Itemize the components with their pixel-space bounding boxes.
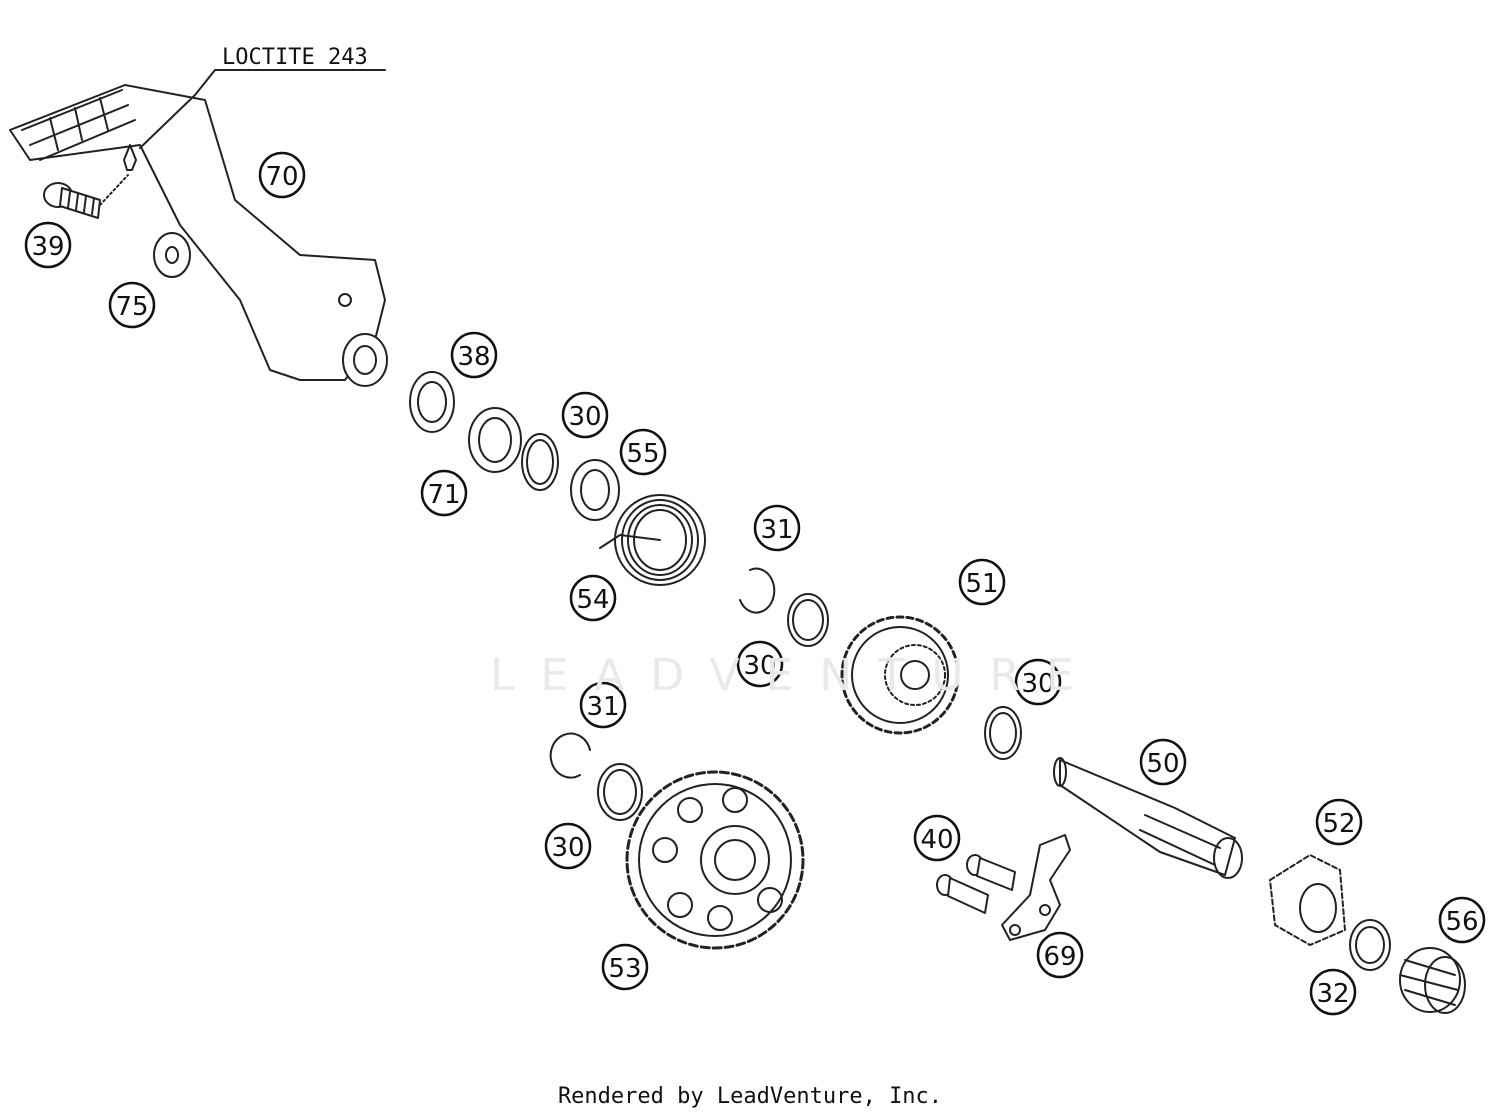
stop-plate-69[interactable] xyxy=(1001,834,1071,941)
grease-nipple-part[interactable] xyxy=(99,144,137,206)
bolt-40-b[interactable] xyxy=(936,874,989,914)
watermark: LEADVENTURE xyxy=(490,650,1100,701)
kickstarter-shaft-50[interactable] xyxy=(1053,757,1243,879)
callout-55: 55 xyxy=(626,439,659,469)
screw-part[interactable] xyxy=(43,182,101,219)
kick-lever-part[interactable] xyxy=(9,84,388,387)
callout-30-a: 30 xyxy=(568,402,601,432)
callout-51: 51 xyxy=(965,569,998,599)
seal-ring-38[interactable] xyxy=(409,371,455,433)
callout-70: 70 xyxy=(265,162,298,192)
callout-markers xyxy=(24,151,1486,1016)
callout-31-a: 31 xyxy=(760,515,793,545)
callout-labels: 70 39 75 38 30 55 71 31 54 51 30 30 31 3… xyxy=(31,162,1478,1009)
washer-part[interactable] xyxy=(153,232,191,278)
callout-31-b: 31 xyxy=(586,692,619,722)
bushing-55[interactable] xyxy=(570,459,620,521)
callout-30-c: 30 xyxy=(1021,669,1054,699)
callout-56: 56 xyxy=(1445,907,1478,937)
footer-credit: Rendered by LeadVenture, Inc. xyxy=(557,1084,943,1109)
torsion-spring-54[interactable] xyxy=(599,494,706,586)
callout-32: 32 xyxy=(1316,979,1349,1009)
gear-53[interactable] xyxy=(625,770,805,950)
bushing-71[interactable] xyxy=(468,407,522,473)
shim-30-a[interactable] xyxy=(521,433,559,491)
bolt-40-a[interactable] xyxy=(966,854,1016,891)
circlip-31-b[interactable] xyxy=(549,732,591,779)
ratchet-gear-52[interactable] xyxy=(1269,854,1346,946)
shim-32[interactable] xyxy=(1349,919,1391,971)
shim-30-b[interactable] xyxy=(787,593,829,647)
shim-30-d[interactable] xyxy=(597,763,643,821)
exploded-view-drawing: 70 39 75 38 30 55 71 31 54 51 30 30 31 3… xyxy=(9,45,1486,1016)
callout-71: 71 xyxy=(427,480,460,510)
callout-39: 39 xyxy=(31,232,64,262)
callout-75: 75 xyxy=(115,292,148,322)
callout-54: 54 xyxy=(576,585,609,615)
gear-51[interactable] xyxy=(840,615,960,735)
callout-52: 52 xyxy=(1322,809,1355,839)
spring-56[interactable] xyxy=(1399,947,1466,1014)
callout-40: 40 xyxy=(920,825,953,855)
callout-50: 50 xyxy=(1146,749,1179,779)
callout-53: 53 xyxy=(608,954,641,984)
loctite-annotation: LOCTITE 243 xyxy=(222,45,368,70)
callout-69: 69 xyxy=(1043,942,1076,972)
callout-38: 38 xyxy=(457,342,490,372)
callout-30-b: 30 xyxy=(743,651,776,681)
shim-30-c[interactable] xyxy=(984,706,1022,760)
circlip-31-a[interactable] xyxy=(739,567,776,614)
callout-30-d: 30 xyxy=(551,833,584,863)
